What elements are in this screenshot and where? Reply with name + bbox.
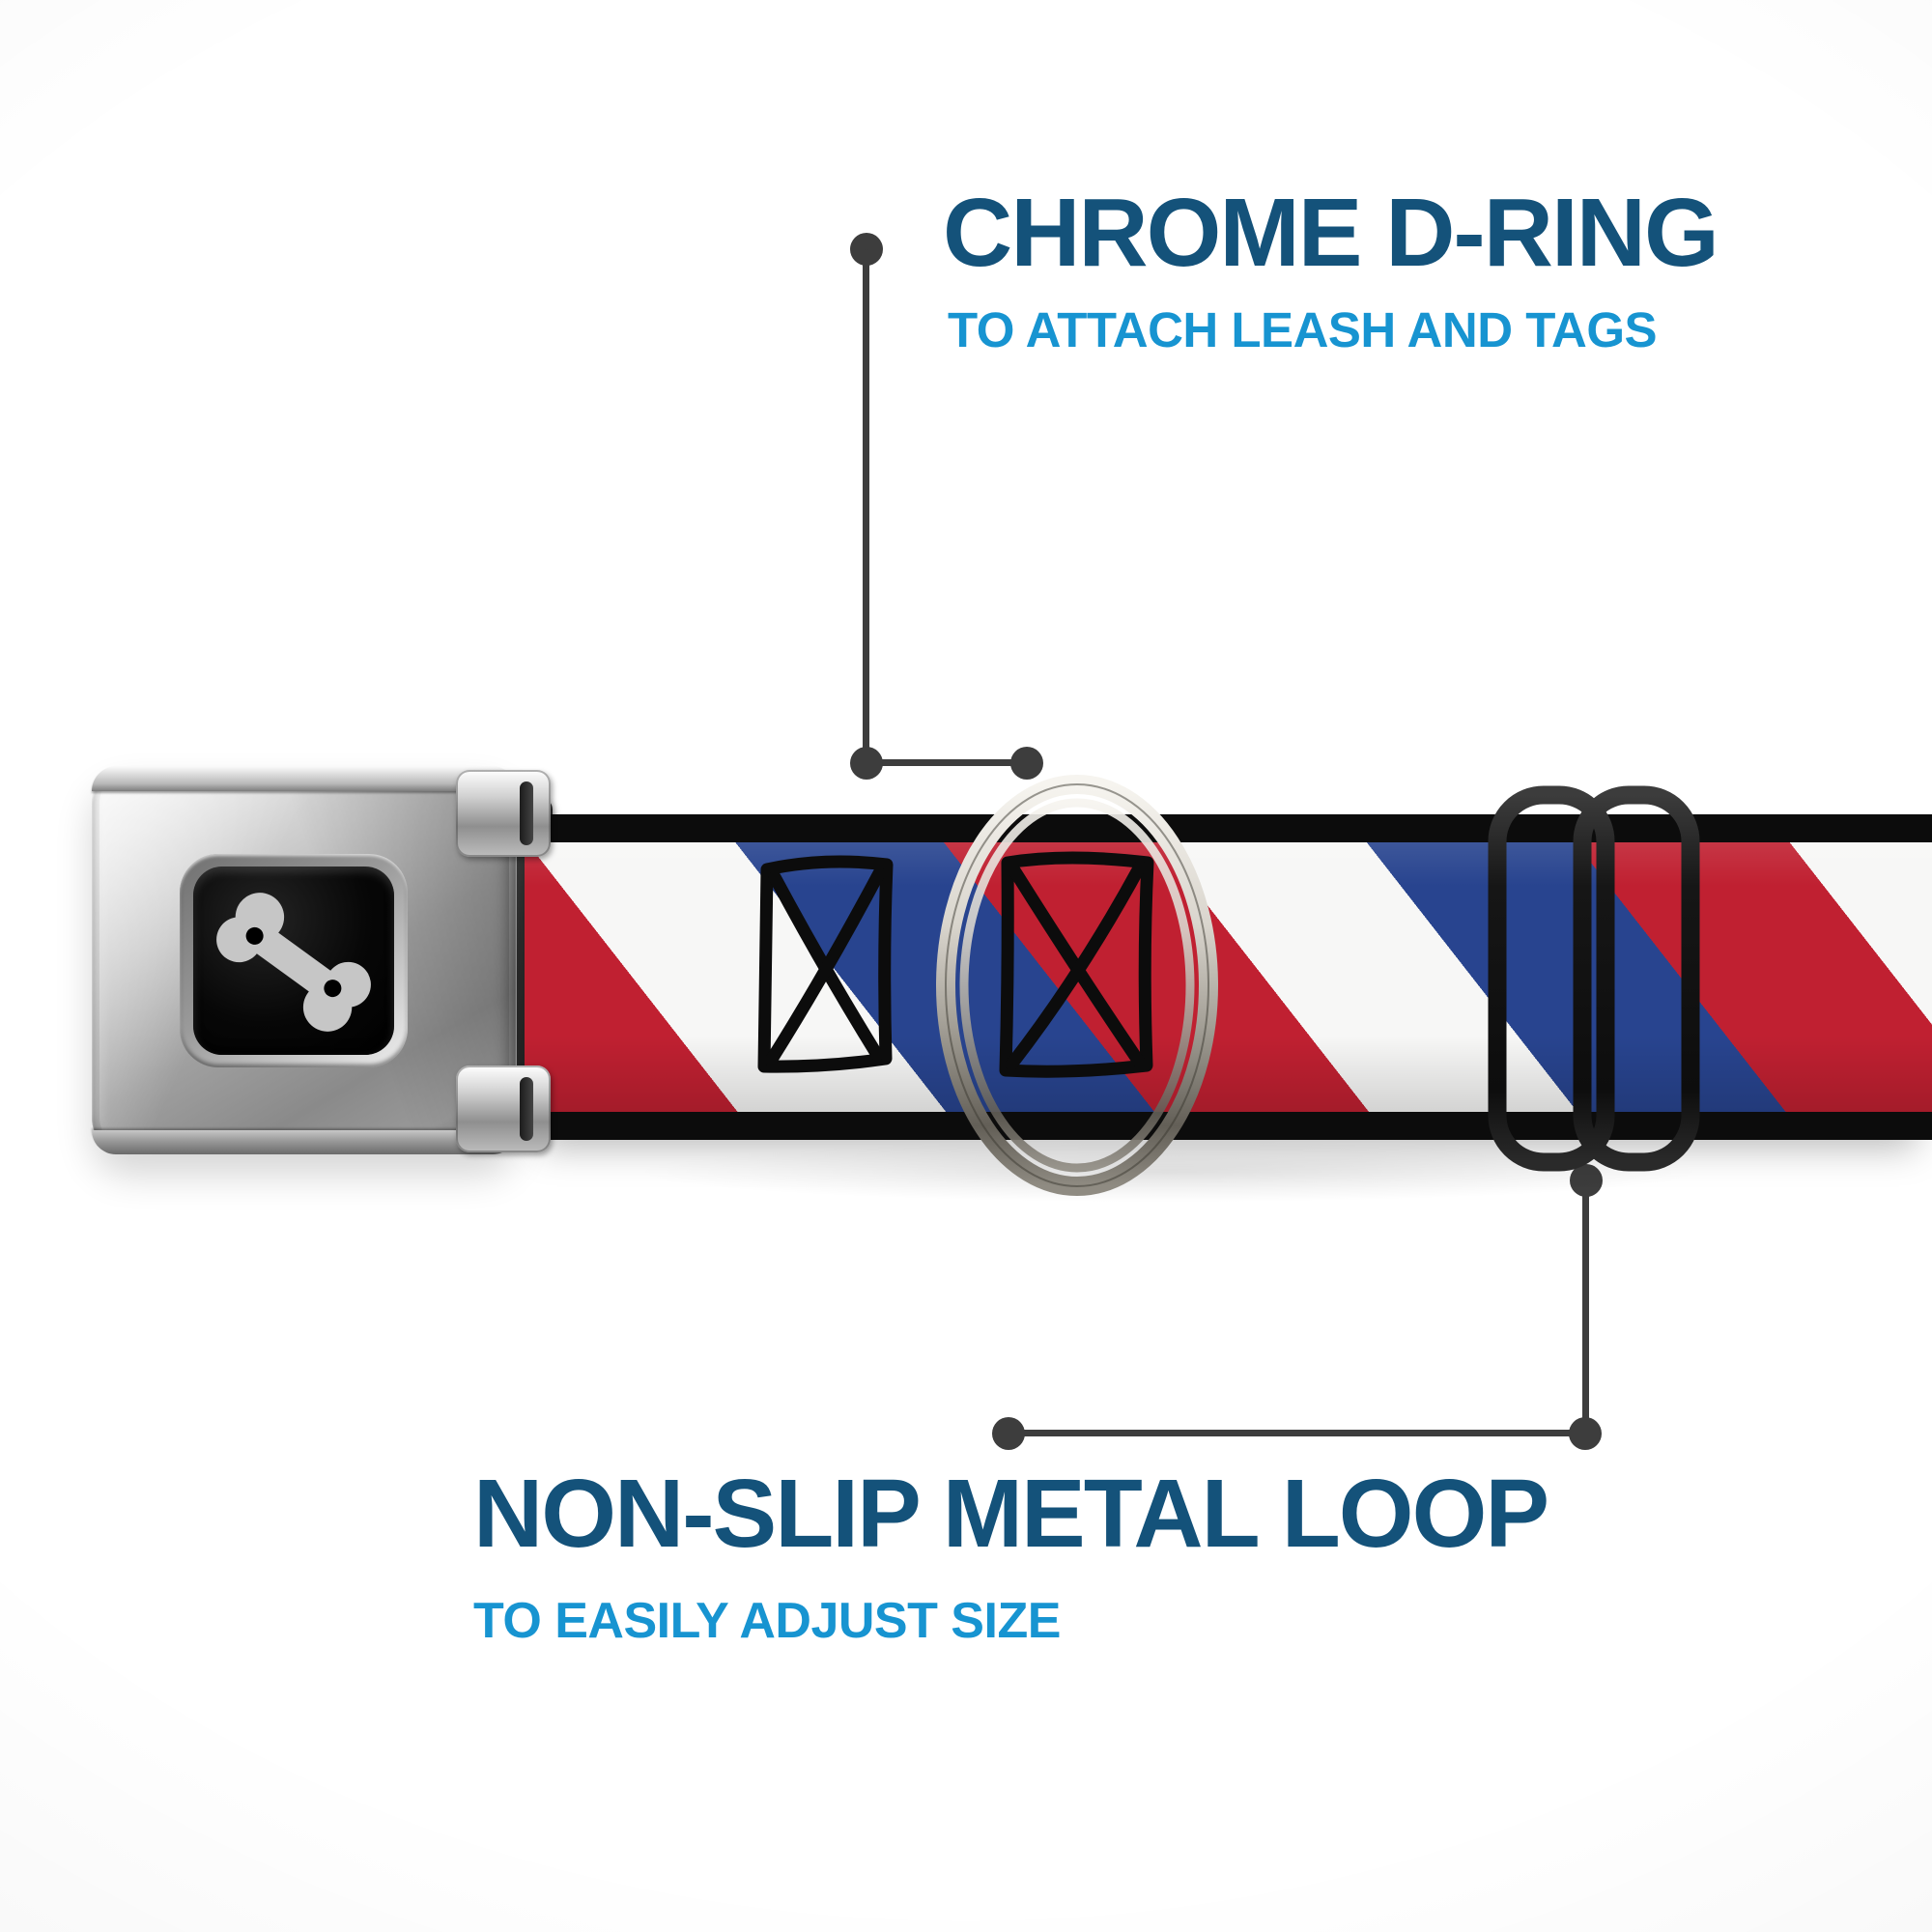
callout-line-vertical <box>1582 1180 1589 1434</box>
callout-line-vertical <box>863 249 869 763</box>
callout-dot-corner <box>1569 1417 1602 1450</box>
callout-line-horizontal <box>1009 1430 1586 1436</box>
non-slip-metal-loop <box>1488 785 1700 1172</box>
loop-title: NON-SLIP METAL LOOP <box>473 1460 1549 1568</box>
callout-line-horizontal <box>867 759 1029 766</box>
buckle-clip-top <box>456 770 551 857</box>
callout-dot-corner <box>850 747 883 780</box>
callout-dot-at-dring <box>1010 747 1043 780</box>
buckle-top-lip <box>92 766 517 791</box>
buckle-clip-bottom <box>456 1065 551 1152</box>
dring-title: CHROME D-RING <box>943 179 1719 287</box>
callout-dot-above-title <box>992 1417 1025 1450</box>
sketched-x-boxes <box>757 851 1154 1078</box>
dog-bone-icon <box>216 893 371 1032</box>
buckle-logo-window <box>193 867 394 1055</box>
buckle-bottom-lip <box>92 1130 517 1154</box>
dring-subtitle: TO ATTACH LEASH AND TAGS <box>948 302 1658 357</box>
chrome-d-ring <box>936 775 1218 1196</box>
loop-subtitle: TO EASILY ADJUST SIZE <box>473 1593 1061 1649</box>
